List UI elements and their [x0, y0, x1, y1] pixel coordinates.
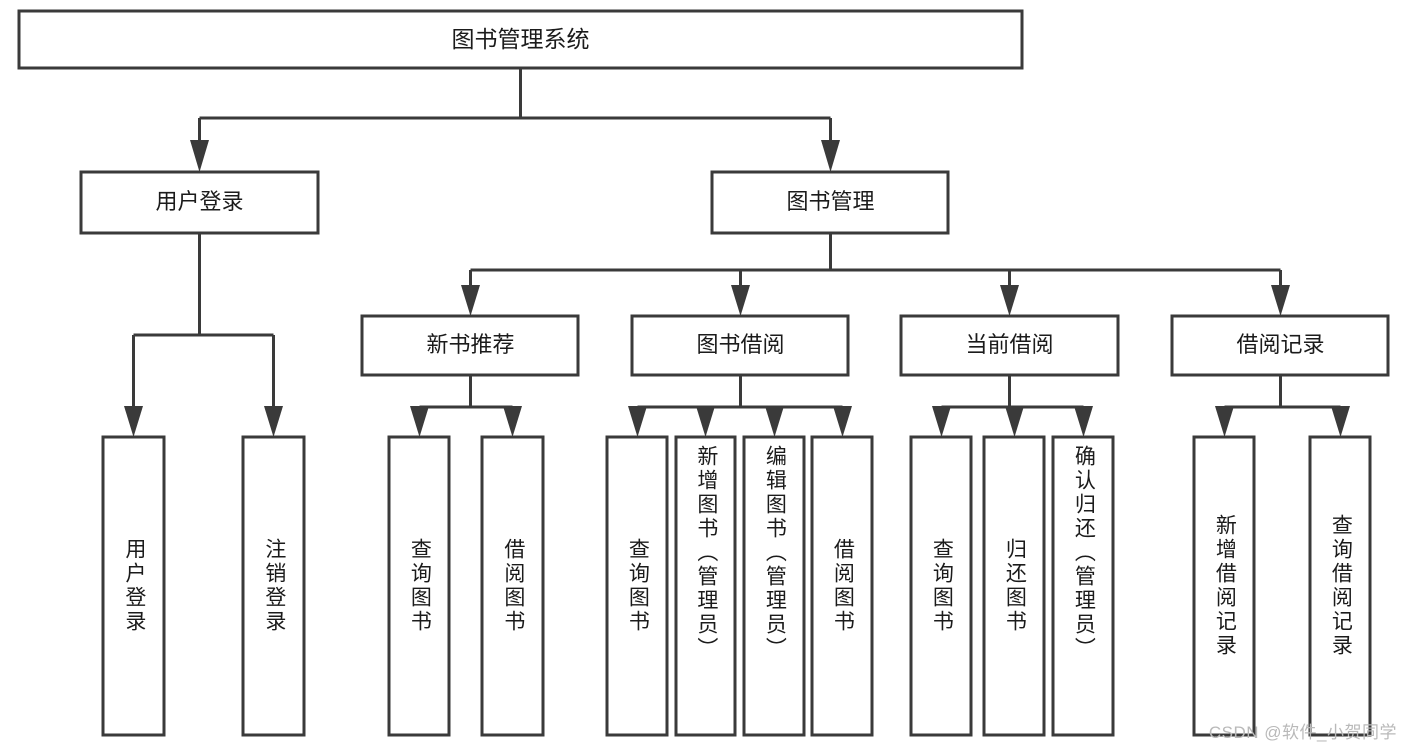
arrow-to-current-borrow — [1000, 285, 1019, 316]
node-new-book-recommend-label: 新书推荐 — [426, 332, 514, 357]
node-book-manage-label: 图书管理 — [786, 189, 874, 214]
node-leaf-borrow-book-2-box[interactable] — [810, 435, 874, 737]
arrow-to-leaf-confirm-return — [1074, 406, 1093, 437]
node-leaf-query-book-2-box[interactable] — [605, 435, 669, 737]
arrow-to-leaf-query-book-2 — [628, 406, 647, 437]
arrow-to-leaf-query-record — [1331, 406, 1350, 437]
node-leaf-add-record-box[interactable] — [1192, 435, 1256, 737]
node-book-borrow-label: 图书借阅 — [696, 332, 784, 357]
node-leaf-user-login-box[interactable] — [101, 435, 166, 737]
csdn-watermark: CSDN @软件_小贺同学 — [1208, 723, 1397, 742]
arrow-to-book-manage — [821, 140, 840, 172]
node-leaf-add-book-box[interactable] — [674, 435, 737, 737]
node-leaf-user-logout-box[interactable] — [241, 435, 306, 737]
node-user-login-label: 用户登录 — [155, 189, 243, 214]
arrow-to-leaf-query-book-1 — [410, 406, 429, 437]
connector-layer — [124, 68, 1350, 437]
arrow-to-leaf-borrow-book-2 — [833, 406, 852, 437]
node-current-borrow-box[interactable] — [899, 314, 1120, 377]
arrow-to-leaf-borrow-book-1 — [503, 406, 522, 437]
node-root-label: 图书管理系统 — [452, 26, 590, 52]
node-leaf-confirm-return-box[interactable] — [1051, 435, 1115, 737]
node-user-login-box[interactable] — [79, 170, 320, 235]
node-leaf-query-book-3-box[interactable] — [909, 435, 973, 737]
node-root-box[interactable] — [17, 9, 1024, 70]
arrow-to-leaf-add-record — [1215, 406, 1234, 437]
arrow-to-leaf-query-book-3 — [932, 406, 951, 437]
arrow-to-leaf-add-book — [696, 406, 715, 437]
node-leaf-query-book-1-box[interactable] — [387, 435, 451, 737]
node-borrow-record-box[interactable] — [1170, 314, 1390, 377]
arrow-to-leaf-return-book — [1005, 406, 1024, 437]
node-book-borrow-box[interactable] — [630, 314, 850, 377]
node-borrow-record-label: 借阅记录 — [1236, 332, 1324, 357]
arrow-to-user-login — [190, 140, 209, 172]
node-leaf-borrow-book-1-box[interactable] — [480, 435, 545, 737]
node-leaf-return-book-box[interactable] — [982, 435, 1046, 737]
arrow-to-borrow-record — [1271, 285, 1290, 316]
arrow-to-leaf-user-login — [124, 406, 143, 437]
node-layer: 图书管理系统 用户登录 图书管理 新书推荐 图书借阅 当前借阅 借阅记录 — [17, 9, 1390, 737]
arrow-to-leaf-user-logout — [264, 406, 283, 437]
arrow-to-new-book-recommend — [461, 285, 480, 316]
node-leaf-query-record-box[interactable] — [1308, 435, 1372, 737]
arrow-to-leaf-edit-book — [765, 406, 784, 437]
node-leaf-edit-book-box[interactable] — [742, 435, 806, 737]
node-new-book-recommend-box[interactable] — [360, 314, 580, 377]
arrow-to-book-borrow — [731, 285, 750, 316]
node-current-borrow-label: 当前借阅 — [965, 332, 1053, 357]
node-book-manage-box[interactable] — [710, 170, 950, 235]
